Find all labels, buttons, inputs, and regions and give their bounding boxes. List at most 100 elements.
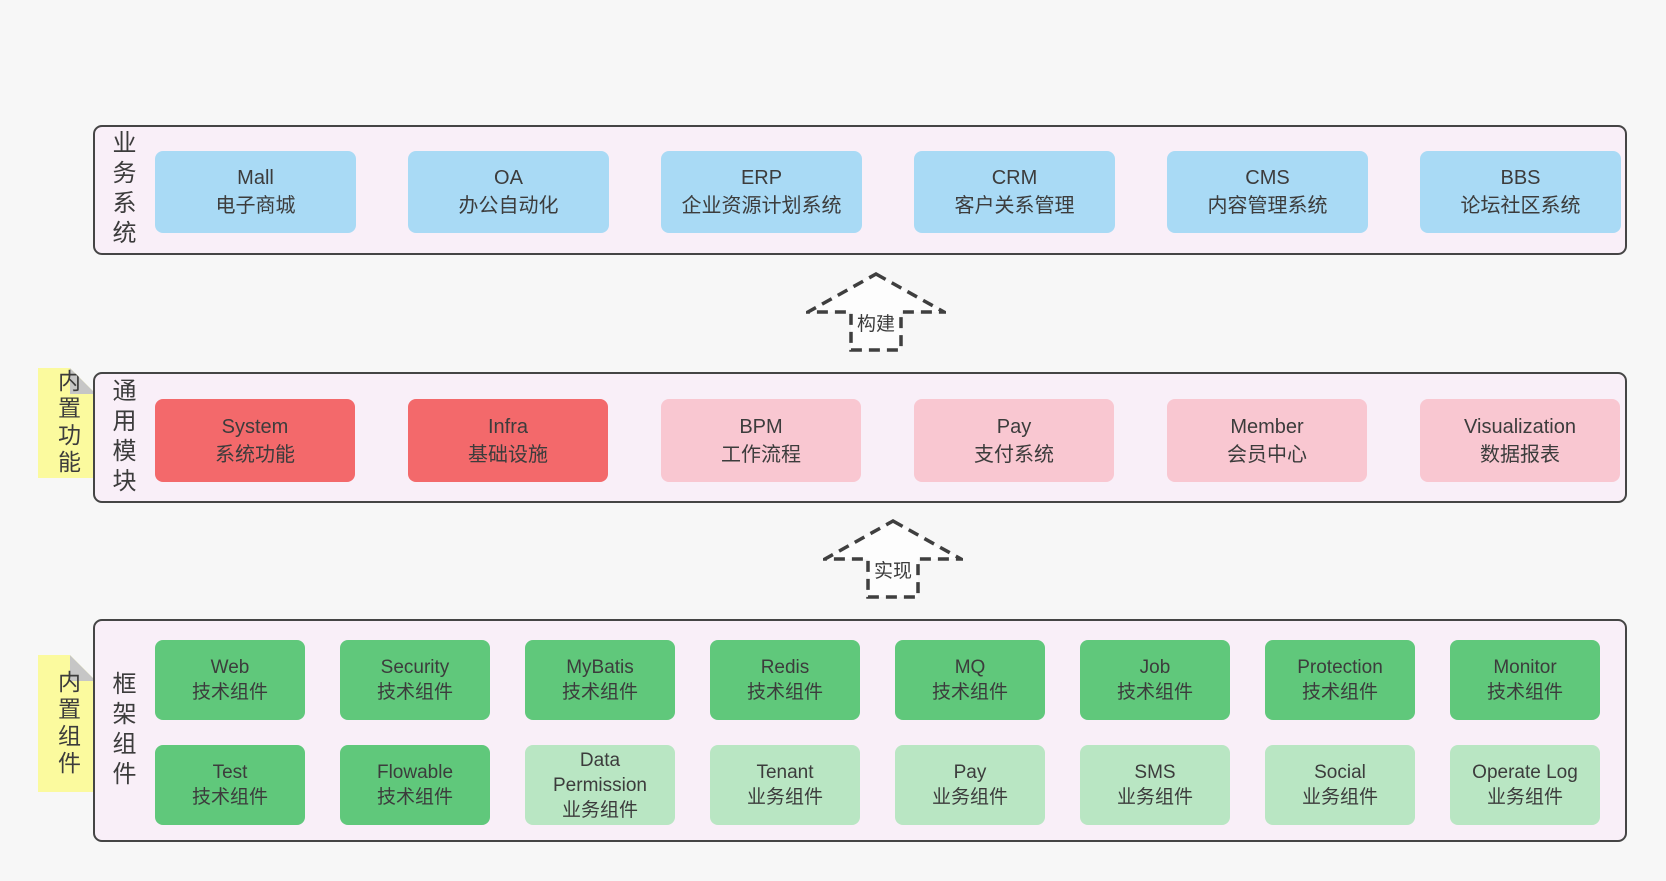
- box-title: CMS: [1245, 167, 1290, 189]
- arrow-implement-label: 实现: [871, 561, 915, 584]
- box-title: Social: [1314, 762, 1366, 783]
- box-subtitle: 技术组件: [1486, 682, 1563, 703]
- module-box: Pay 支付系统: [914, 399, 1114, 482]
- box-title: MyBatis: [566, 657, 634, 678]
- component-row-top: Web 技术组件 Security 技术组件 MyBatis 技术组件 Redi…: [155, 640, 1600, 720]
- box-subtitle: 技术组件: [561, 682, 638, 703]
- box-title: Web: [210, 657, 250, 678]
- box-subtitle: 技术组件: [1116, 682, 1193, 703]
- system-box: OA 办公自动化: [408, 151, 609, 233]
- box-title: Test: [212, 762, 248, 783]
- module-box: Visualization 数据报表: [1420, 399, 1620, 482]
- box-subtitle: 技术组件: [191, 682, 268, 703]
- box-subtitle: 数据报表: [1480, 443, 1560, 466]
- box-title: Flowable: [376, 762, 454, 783]
- box-title: ERP: [740, 167, 783, 189]
- box-title: Pay: [996, 415, 1032, 438]
- box-subtitle: 技术组件: [191, 787, 268, 808]
- box-title: Tenant: [756, 762, 814, 783]
- sticky-note-label: 内置组件: [54, 669, 81, 778]
- box-subtitle: 业务组件: [1486, 787, 1563, 808]
- box-title: BBS: [1500, 167, 1541, 189]
- box-subtitle: 办公自动化: [458, 195, 559, 217]
- box-title: CRM: [991, 167, 1038, 189]
- component-box: Redis 技术组件: [710, 640, 860, 720]
- sticky-note-built-in-components: 内置组件: [38, 655, 96, 792]
- band-common-modules: 通用模块 System 系统功能 Infra 基础设施 BPM 工作流程 Pay…: [93, 372, 1627, 503]
- box-subtitle: 基础设施: [468, 443, 548, 466]
- box-subtitle: 技术组件: [376, 787, 453, 808]
- box-title: Security: [380, 657, 450, 678]
- box-title: OA: [494, 167, 523, 189]
- box-subtitle: 业务组件: [931, 787, 1008, 808]
- component-box: Web 技术组件: [155, 640, 305, 720]
- box-title: SMS: [1134, 762, 1176, 783]
- system-box: BBS 论坛社区系统: [1420, 151, 1621, 233]
- component-box: Test 技术组件: [155, 745, 305, 825]
- sticky-note-built-in-features: 内置功能: [38, 368, 96, 478]
- box-title: Mall: [237, 167, 274, 189]
- arrow-up-implement: 实现: [823, 519, 963, 599]
- module-box: BPM 工作流程: [661, 399, 861, 482]
- module-box-list: System 系统功能 Infra 基础设施 BPM 工作流程 Pay 支付系统…: [155, 399, 1620, 482]
- box-title: BPM: [739, 415, 783, 438]
- box-subtitle: 技术组件: [746, 682, 823, 703]
- component-box: MyBatis 技术组件: [525, 640, 675, 720]
- box-title: Protection: [1297, 657, 1383, 678]
- band-business-label: 业务系统: [108, 130, 135, 250]
- component-box: Tenant 业务组件: [710, 745, 860, 825]
- component-box: Job 技术组件: [1080, 640, 1230, 720]
- box-subtitle: 内容管理系统: [1207, 195, 1328, 217]
- box-subtitle: 业务组件: [1301, 787, 1378, 808]
- box-subtitle: 客户关系管理: [954, 195, 1075, 217]
- box-subtitle: 技术组件: [376, 682, 453, 703]
- system-box: CMS 内容管理系统: [1167, 151, 1368, 233]
- system-box: Mall 电子商城: [155, 151, 356, 233]
- component-row-bottom: Test 技术组件 Flowable 技术组件 Data Permission …: [155, 745, 1600, 825]
- box-title: Data Permission: [553, 749, 647, 796]
- box-subtitle: 系统功能: [215, 443, 295, 466]
- box-subtitle: 技术组件: [1301, 682, 1378, 703]
- module-box: Infra 基础设施: [408, 399, 608, 482]
- band-framework-components: 框架组件 Web 技术组件 Security 技术组件 MyBatis 技术组件…: [93, 619, 1627, 842]
- box-subtitle: 业务组件: [561, 799, 638, 821]
- box-title: Pay: [953, 762, 987, 783]
- sticky-note-label: 内置功能: [54, 369, 81, 477]
- box-title: MQ: [954, 657, 986, 678]
- box-title: Redis: [760, 657, 810, 678]
- band-business-systems: 业务系统 Mall 电子商城 OA 办公自动化 ERP 企业资源计划系统 CRM…: [93, 125, 1627, 255]
- box-subtitle: 会员中心: [1227, 443, 1307, 466]
- component-box: Flowable 技术组件: [340, 745, 490, 825]
- module-box: System 系统功能: [155, 399, 355, 482]
- component-box: Social 业务组件: [1265, 745, 1415, 825]
- box-title: Operate Log: [1472, 762, 1578, 783]
- component-box: Operate Log 业务组件: [1450, 745, 1600, 825]
- arrow-up-build: 构建: [806, 272, 946, 352]
- component-box: Monitor 技术组件: [1450, 640, 1600, 720]
- box-subtitle: 业务组件: [1116, 787, 1193, 808]
- box-subtitle: 企业资源计划系统: [681, 195, 842, 217]
- box-subtitle: 电子商城: [215, 195, 296, 217]
- box-subtitle: 工作流程: [721, 443, 801, 466]
- box-subtitle: 支付系统: [974, 443, 1054, 466]
- box-title: Monitor: [1493, 657, 1557, 678]
- box-subtitle: 技术组件: [931, 682, 1008, 703]
- component-box: Security 技术组件: [340, 640, 490, 720]
- block-arrow-up-icon: [806, 272, 946, 352]
- system-box: ERP 企业资源计划系统: [661, 151, 862, 233]
- component-box: SMS 业务组件: [1080, 745, 1230, 825]
- box-title: System: [221, 415, 289, 438]
- component-box: MQ 技术组件: [895, 640, 1045, 720]
- box-subtitle: 业务组件: [746, 787, 823, 808]
- box-title: Member: [1230, 415, 1304, 438]
- system-box: CRM 客户关系管理: [914, 151, 1115, 233]
- business-box-list: Mall 电子商城 OA 办公自动化 ERP 企业资源计划系统 CRM 客户关系…: [155, 151, 1621, 233]
- module-box: Member 会员中心: [1167, 399, 1367, 482]
- arrow-build-label: 构建: [854, 314, 898, 337]
- box-title: Visualization: [1464, 415, 1576, 438]
- box-title: Infra: [487, 415, 529, 438]
- component-box: Pay 业务组件: [895, 745, 1045, 825]
- box-title: Job: [1139, 657, 1171, 678]
- band-modules-label: 通用模块: [108, 377, 135, 498]
